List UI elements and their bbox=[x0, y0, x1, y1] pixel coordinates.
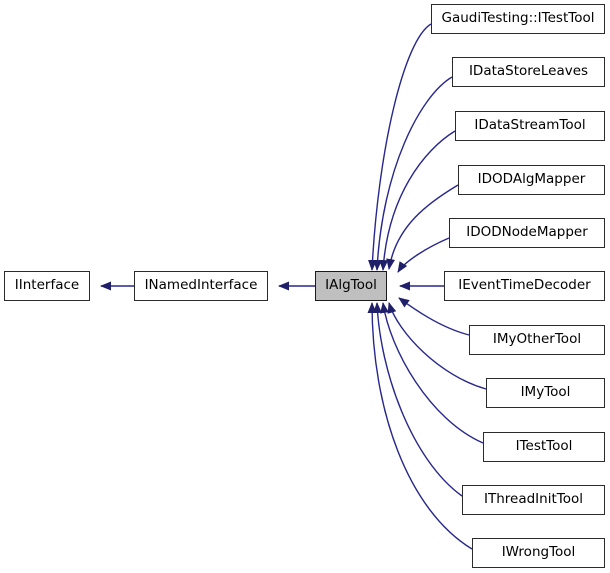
edge-iwrongtool-to-ialgtool bbox=[367, 302, 473, 550]
node-idodalgmapper[interactable]: IDODAlgMapper bbox=[458, 165, 605, 195]
node-label: IEventTimeDecoder bbox=[458, 277, 591, 294]
node-label: IMyTool bbox=[520, 384, 571, 401]
node-label: INamedInterface bbox=[144, 277, 258, 294]
node-iinterface[interactable]: IInterface bbox=[4, 271, 90, 301]
node-idodnodemapper[interactable]: IDODNodeMapper bbox=[449, 218, 605, 248]
edge-idodnodemapper-to-ialgtool bbox=[397, 237, 450, 273]
node-label: IAlgTool bbox=[325, 277, 377, 294]
edge-idodalgmapper-to-ialgtool bbox=[386, 184, 459, 270]
node-itesttool[interactable]: ITestTool bbox=[483, 432, 605, 462]
node-idatastreamtool[interactable]: IDataStreamTool bbox=[455, 111, 605, 141]
edge-imyothertool-to-ialgtool bbox=[398, 297, 470, 336]
node-inamedinterface[interactable]: INamedInterface bbox=[134, 271, 268, 301]
node-iwrongtool[interactable]: IWrongTool bbox=[472, 538, 605, 568]
node-label: IMyOtherTool bbox=[492, 331, 582, 348]
node-label: IDataStreamTool bbox=[474, 117, 586, 134]
node-ithreadinittool[interactable]: IThreadInitTool bbox=[462, 485, 605, 515]
node-label: GaudiTesting::ITestTool bbox=[441, 10, 595, 27]
node-label: IThreadInitTool bbox=[484, 491, 583, 508]
edge-gauditesting-itesttool-to-ialgtool bbox=[368, 23, 432, 271]
node-gauditesting-itesttool[interactable]: GaudiTesting::ITestTool bbox=[431, 4, 605, 34]
edge-itesttool-to-ialgtool bbox=[380, 302, 484, 444]
node-imyothertool[interactable]: IMyOtherTool bbox=[469, 325, 605, 355]
node-label: IWrongTool bbox=[501, 544, 576, 561]
node-label: IInterface bbox=[14, 277, 80, 294]
edge-ithreadinittool-to-ialgtool bbox=[372, 302, 463, 497]
edge-idatastreamtool-to-ialgtool bbox=[379, 130, 456, 271]
node-idatastoreleaves[interactable]: IDataStoreLeaves bbox=[452, 57, 605, 87]
node-label: IDataStoreLeaves bbox=[468, 63, 589, 80]
node-label: IDODNodeMapper bbox=[466, 224, 588, 241]
node-label: IDODAlgMapper bbox=[477, 171, 586, 188]
edge-imytool-to-ialgtool bbox=[387, 302, 487, 390]
node-ieventtimedecoder[interactable]: IEventTimeDecoder bbox=[444, 271, 605, 301]
node-imytool[interactable]: IMyTool bbox=[486, 378, 605, 408]
edge-idatastoreleaves-to-ialgtool bbox=[373, 76, 453, 271]
node-label: ITestTool bbox=[515, 438, 573, 455]
node-ialgtool[interactable]: IAlgTool bbox=[315, 271, 387, 301]
